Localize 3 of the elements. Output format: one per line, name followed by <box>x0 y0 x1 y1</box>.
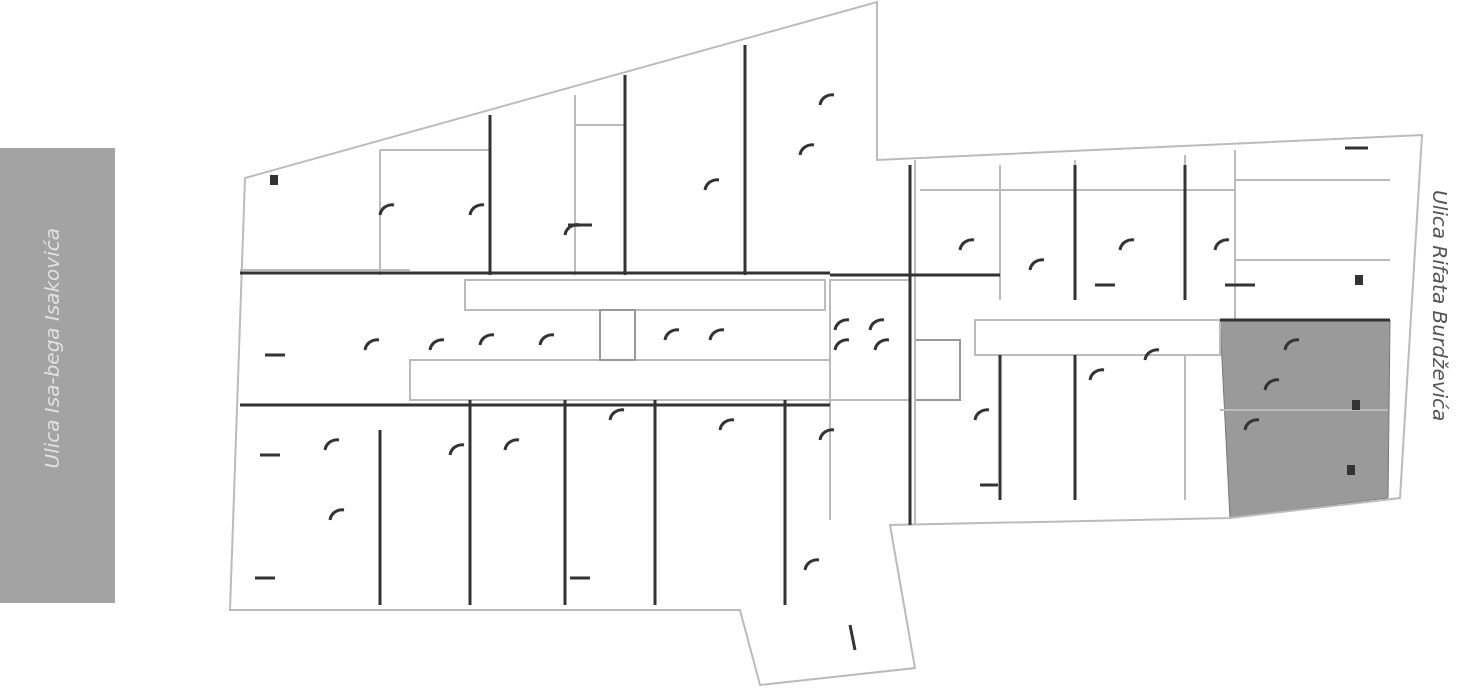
street-name: Ulica Isa-bega Isakovića <box>40 228 64 469</box>
street-band <box>0 148 115 603</box>
street-name: Ulica Rifata Burdževića <box>1428 190 1452 422</box>
